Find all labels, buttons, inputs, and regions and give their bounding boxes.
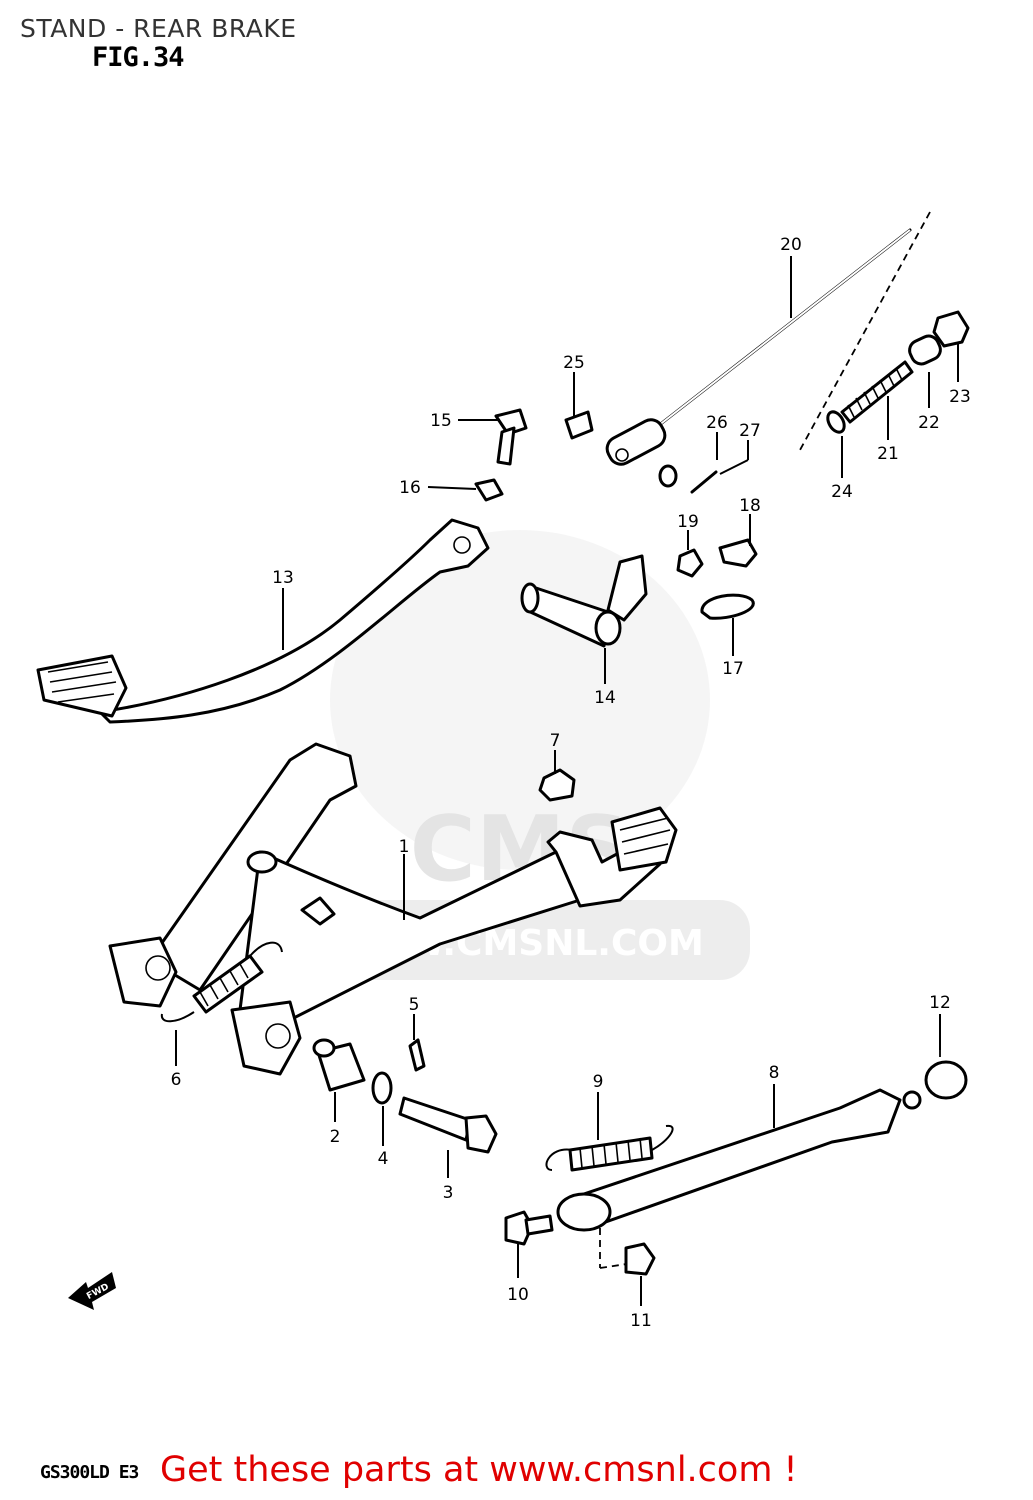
callout-11: 11 bbox=[630, 1311, 652, 1331]
part-14-brake-shaft bbox=[520, 554, 648, 648]
part-22-sleeve bbox=[908, 334, 942, 366]
part-27-cotter-pin bbox=[690, 470, 718, 494]
part-18-bolt bbox=[718, 538, 758, 568]
part-12-cap bbox=[924, 1060, 968, 1100]
callout-10: 10 bbox=[507, 1285, 529, 1305]
callout-1: 1 bbox=[399, 837, 410, 857]
callout-16: 16 bbox=[399, 478, 421, 498]
callout-4: 4 bbox=[378, 1149, 389, 1169]
callout-7: 7 bbox=[550, 731, 561, 751]
callout-27: 27 bbox=[739, 421, 761, 441]
part-20-brake-rod bbox=[605, 211, 931, 466]
part-24-washer bbox=[826, 410, 846, 434]
callout-18: 18 bbox=[739, 496, 761, 516]
callout-22: 22 bbox=[918, 413, 940, 433]
page-title: STAND - REAR BRAKE bbox=[20, 14, 297, 43]
part-4-washer bbox=[371, 1071, 393, 1105]
callout-21: 21 bbox=[877, 444, 899, 464]
figure-number: FIG.34 bbox=[92, 42, 185, 73]
fwd-arrow-icon: FWD bbox=[68, 1272, 116, 1310]
callout-12: 12 bbox=[929, 993, 951, 1013]
part-13-brake-pedal bbox=[36, 518, 490, 724]
part-3-bolt bbox=[398, 1096, 498, 1154]
callout-17: 17 bbox=[722, 659, 744, 679]
part-26-washer bbox=[658, 464, 678, 488]
part-2-collar bbox=[312, 1038, 366, 1092]
promo-link-text[interactable]: Get these parts at www.cmsnl.com ! bbox=[160, 1450, 798, 1490]
callout-14: 14 bbox=[594, 688, 616, 708]
callout-26: 26 bbox=[706, 413, 728, 433]
part-11-nut bbox=[624, 1242, 656, 1276]
callout-15: 15 bbox=[430, 411, 452, 431]
callout-5: 5 bbox=[409, 995, 420, 1015]
callout-9: 9 bbox=[593, 1072, 604, 1092]
part-8-side-stand bbox=[556, 1050, 941, 1269]
leader-lines bbox=[175, 256, 959, 1306]
callout-23: 23 bbox=[949, 387, 971, 407]
callout-2: 2 bbox=[330, 1127, 341, 1147]
part-23-nut bbox=[932, 310, 970, 348]
callout-25: 25 bbox=[563, 353, 585, 373]
callout-13: 13 bbox=[272, 568, 294, 588]
part-5-clip bbox=[408, 1038, 426, 1072]
part-6-spring bbox=[160, 941, 283, 1023]
callout-19: 19 bbox=[677, 512, 699, 532]
callout-6: 6 bbox=[171, 1070, 182, 1090]
callout-labels: 1 2 3 4 5 6 7 8 9 10 11 12 13 14 15 16 1… bbox=[171, 235, 971, 1331]
callout-3: 3 bbox=[443, 1183, 454, 1203]
callout-24: 24 bbox=[831, 482, 853, 502]
part-21-spring bbox=[840, 360, 914, 424]
part-19-nut bbox=[676, 548, 704, 578]
part-16-nut bbox=[474, 478, 504, 502]
part-7-cap-nut bbox=[538, 768, 576, 802]
part-17-spring bbox=[700, 593, 755, 620]
part-9-spring bbox=[545, 1124, 674, 1172]
model-code: GS300LD E3 bbox=[40, 1462, 139, 1483]
part-15-bolt bbox=[494, 408, 528, 466]
callout-20: 20 bbox=[780, 235, 802, 255]
part-1-center-stand bbox=[108, 742, 678, 1076]
part-25-collar bbox=[564, 410, 594, 440]
part-10-bolt bbox=[504, 1210, 554, 1246]
callout-8: 8 bbox=[769, 1063, 780, 1083]
